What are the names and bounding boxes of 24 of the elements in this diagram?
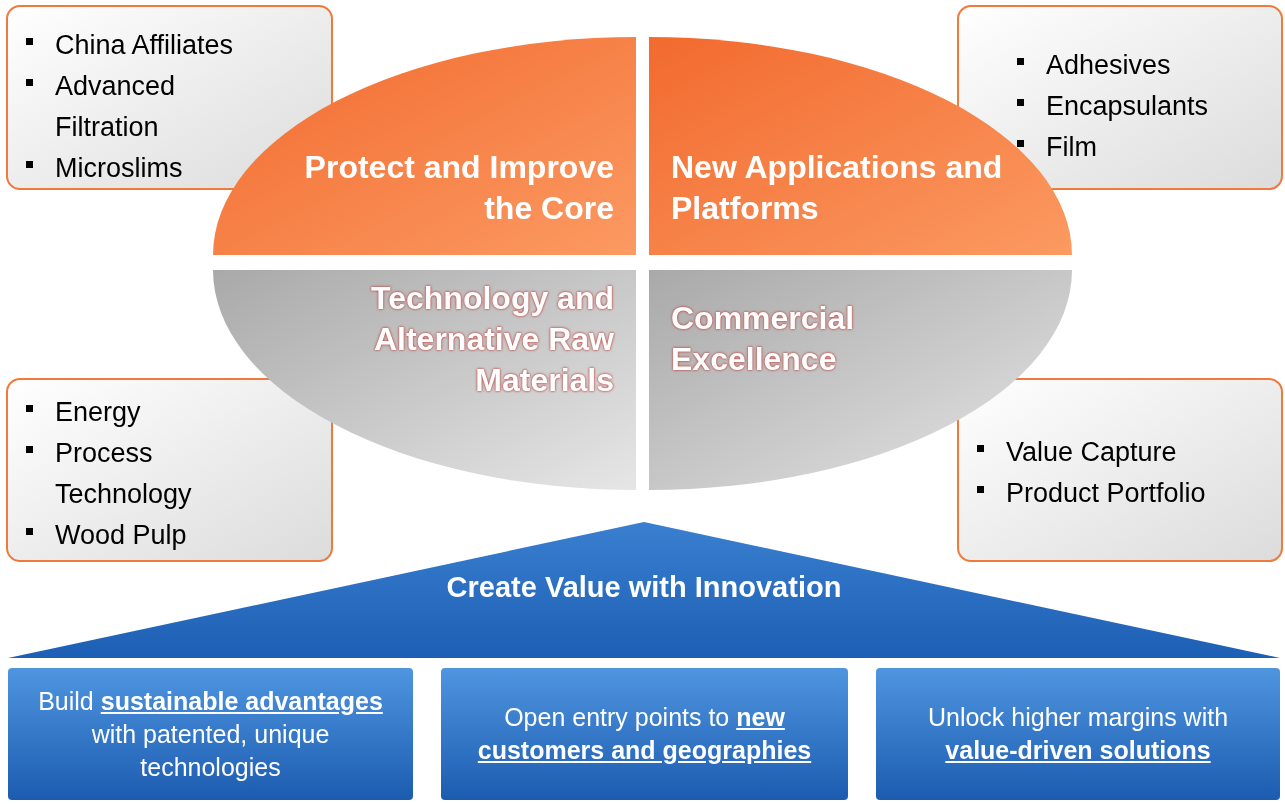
list-card xyxy=(957,378,1283,562)
benefit-card xyxy=(876,668,1280,800)
list-item: China Affiliates xyxy=(55,29,234,62)
list-item: Microslims xyxy=(55,152,183,185)
triangle-title: Create Value with Innovation xyxy=(445,570,843,605)
benefit-text: Open entry points to new customers and geographies xyxy=(476,702,813,766)
list-item: Wood Pulp xyxy=(55,519,187,552)
list-item: Value Capture xyxy=(1006,436,1177,469)
quadrant-title: Technology and Alternative Raw Materials xyxy=(370,279,614,400)
list-item: Adhesives xyxy=(1046,49,1171,82)
list-item: Film xyxy=(1046,131,1097,164)
list-item: Encapsulants xyxy=(1046,90,1209,123)
list-item: Energy xyxy=(55,396,141,429)
quadrant-title: New Applications and Platforms xyxy=(671,148,1004,228)
benefit-card xyxy=(441,668,848,800)
benefit-text: Unlock higher margins with value-driven solutions xyxy=(926,702,1230,766)
quadrant-title: Commercial Excellence xyxy=(671,299,856,379)
list-card xyxy=(6,378,333,562)
list-item: Process Technology xyxy=(55,437,193,511)
quadrant-title: Protect and Improve the Core xyxy=(303,148,614,228)
list-item: Product Portfolio xyxy=(1006,477,1206,510)
benefit-text: Build sustainable advantages with patented, unique technologies xyxy=(37,685,384,783)
benefit-card xyxy=(8,668,413,800)
list-item: Advanced Filtration xyxy=(55,70,177,144)
